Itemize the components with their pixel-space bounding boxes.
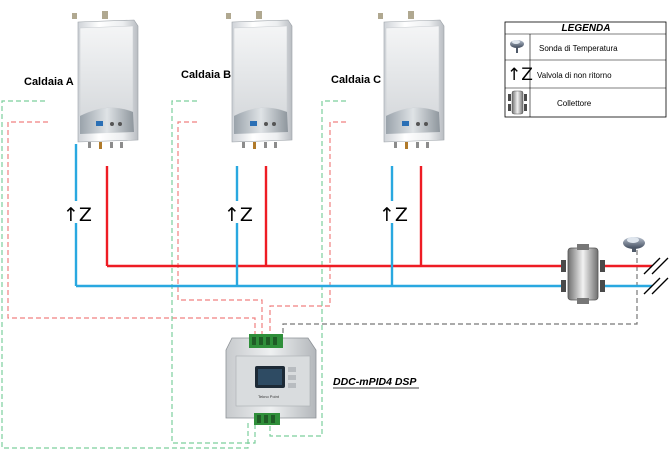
flow-line-red: [105, 166, 652, 268]
collector: [561, 244, 605, 304]
boiler-c-label: Caldaia C: [331, 74, 381, 86]
non-return-valve-icon: ↑Z: [379, 204, 408, 226]
boiler-b-label: Caldaia B: [181, 69, 231, 81]
non-return-valve-icon: ↑Z: [63, 204, 92, 226]
non-return-valve-icon: ↑Z: [224, 204, 253, 226]
wire-boiler-b-green: [171, 100, 256, 444]
non-return-valve-icon: ↑Z: [507, 65, 533, 85]
signal-wiring: [1, 100, 638, 449]
pipe-break-marks: [643, 257, 669, 295]
non-return-valve-a: ↑Z: [62, 201, 92, 226]
legend-item-probe: Sonda di Temperatura: [539, 44, 618, 53]
wire-boiler-a-green: [1, 100, 249, 449]
collector-icon: [508, 90, 527, 115]
non-return-valve-c: ↑Z: [378, 201, 408, 226]
boiler-c: [377, 10, 445, 150]
temperature-probe: [623, 237, 645, 252]
controller-device: Tekno Point: [225, 334, 317, 425]
controller-brand: Tekno Point: [258, 394, 280, 399]
boiler-b: [225, 10, 293, 150]
temperature-probe-icon: [510, 40, 524, 53]
boiler-a: [71, 10, 139, 150]
legend-item-valve: Valvola di non ritorno: [537, 71, 612, 80]
legend-title: LEGENDA: [562, 23, 611, 34]
wire-boiler-c-red: [269, 121, 346, 336]
controller-label: DDC-mPID4 DSP: [333, 376, 419, 389]
non-return-valve-b: ↑Z: [223, 201, 253, 226]
legend-item-collector: Collettore: [557, 99, 592, 108]
boiler-a-label: Caldaia A: [24, 76, 74, 88]
wire-boiler-b-red: [177, 121, 263, 336]
wire-boiler-c-green: [269, 100, 346, 437]
controller-name: DDC-mPID4 DSP: [333, 376, 417, 388]
legend: LEGENDA Sonda di Temperatura ↑Z Valvola …: [504, 21, 667, 118]
wire-boiler-a-red: [7, 121, 256, 336]
